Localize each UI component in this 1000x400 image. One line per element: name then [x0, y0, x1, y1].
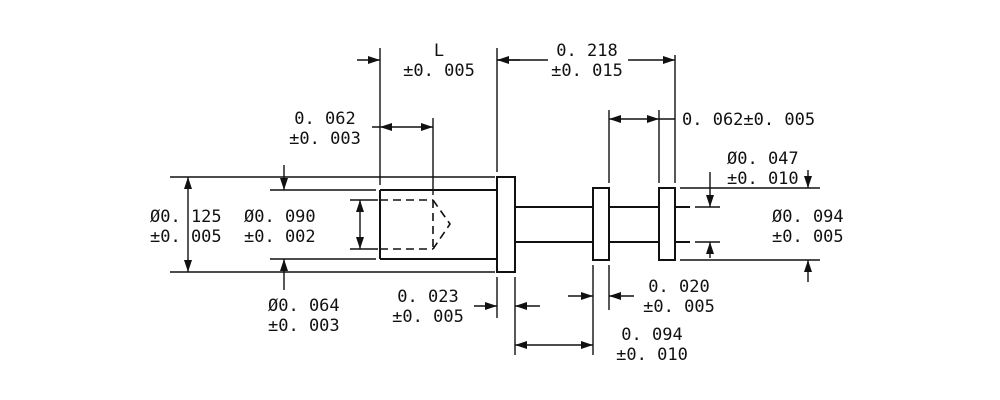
dim-0023-tol: ±0. 005	[392, 307, 464, 327]
dim-dia0064-value: Ø0. 064	[268, 296, 340, 316]
dim-dia0090-value: Ø0. 090	[244, 207, 316, 227]
dim-0218-tol: ±0. 015	[551, 61, 623, 81]
dim-dia0047-value: Ø0. 047	[727, 149, 799, 169]
hidden-bore	[380, 199, 451, 250]
dim-dia0094-tol: ±0. 005	[772, 227, 844, 247]
extension-lines	[170, 48, 820, 355]
dim-l-tol: ±0. 005	[403, 61, 475, 81]
dim-dia0064-tol: ±0. 003	[268, 316, 340, 336]
dim-0020-tol: ±0. 005	[643, 297, 715, 317]
dim-dia0047-tol: ±0. 010	[727, 169, 799, 189]
dim-l-label: L	[434, 41, 444, 61]
dim-dia0125-tol: ±0. 005	[150, 227, 222, 247]
dim-0094-value: 0. 094	[621, 325, 682, 345]
dim-0062a-value: 0. 062	[294, 109, 355, 129]
dimension-lines	[184, 56, 812, 349]
dim-dia0090-tol: ±0. 002	[244, 227, 316, 247]
part-outline	[379, 176, 690, 273]
dim-0062a-tol: ±0. 003	[289, 129, 361, 149]
dim-0062b-value: 0. 062±0. 005	[682, 110, 815, 130]
dim-0218-value: 0. 218	[556, 41, 617, 61]
dimension-labels: L ±0. 005 0. 218 ±0. 015 0. 062 ±0. 003 …	[150, 41, 844, 365]
dim-dia0094-value: Ø0. 094	[772, 207, 844, 227]
dim-0020-value: 0. 020	[648, 277, 709, 297]
dim-0094-tol: ±0. 010	[616, 345, 688, 365]
dim-dia0125-value: Ø0. 125	[150, 207, 222, 227]
dim-0023-value: 0. 023	[397, 287, 458, 307]
